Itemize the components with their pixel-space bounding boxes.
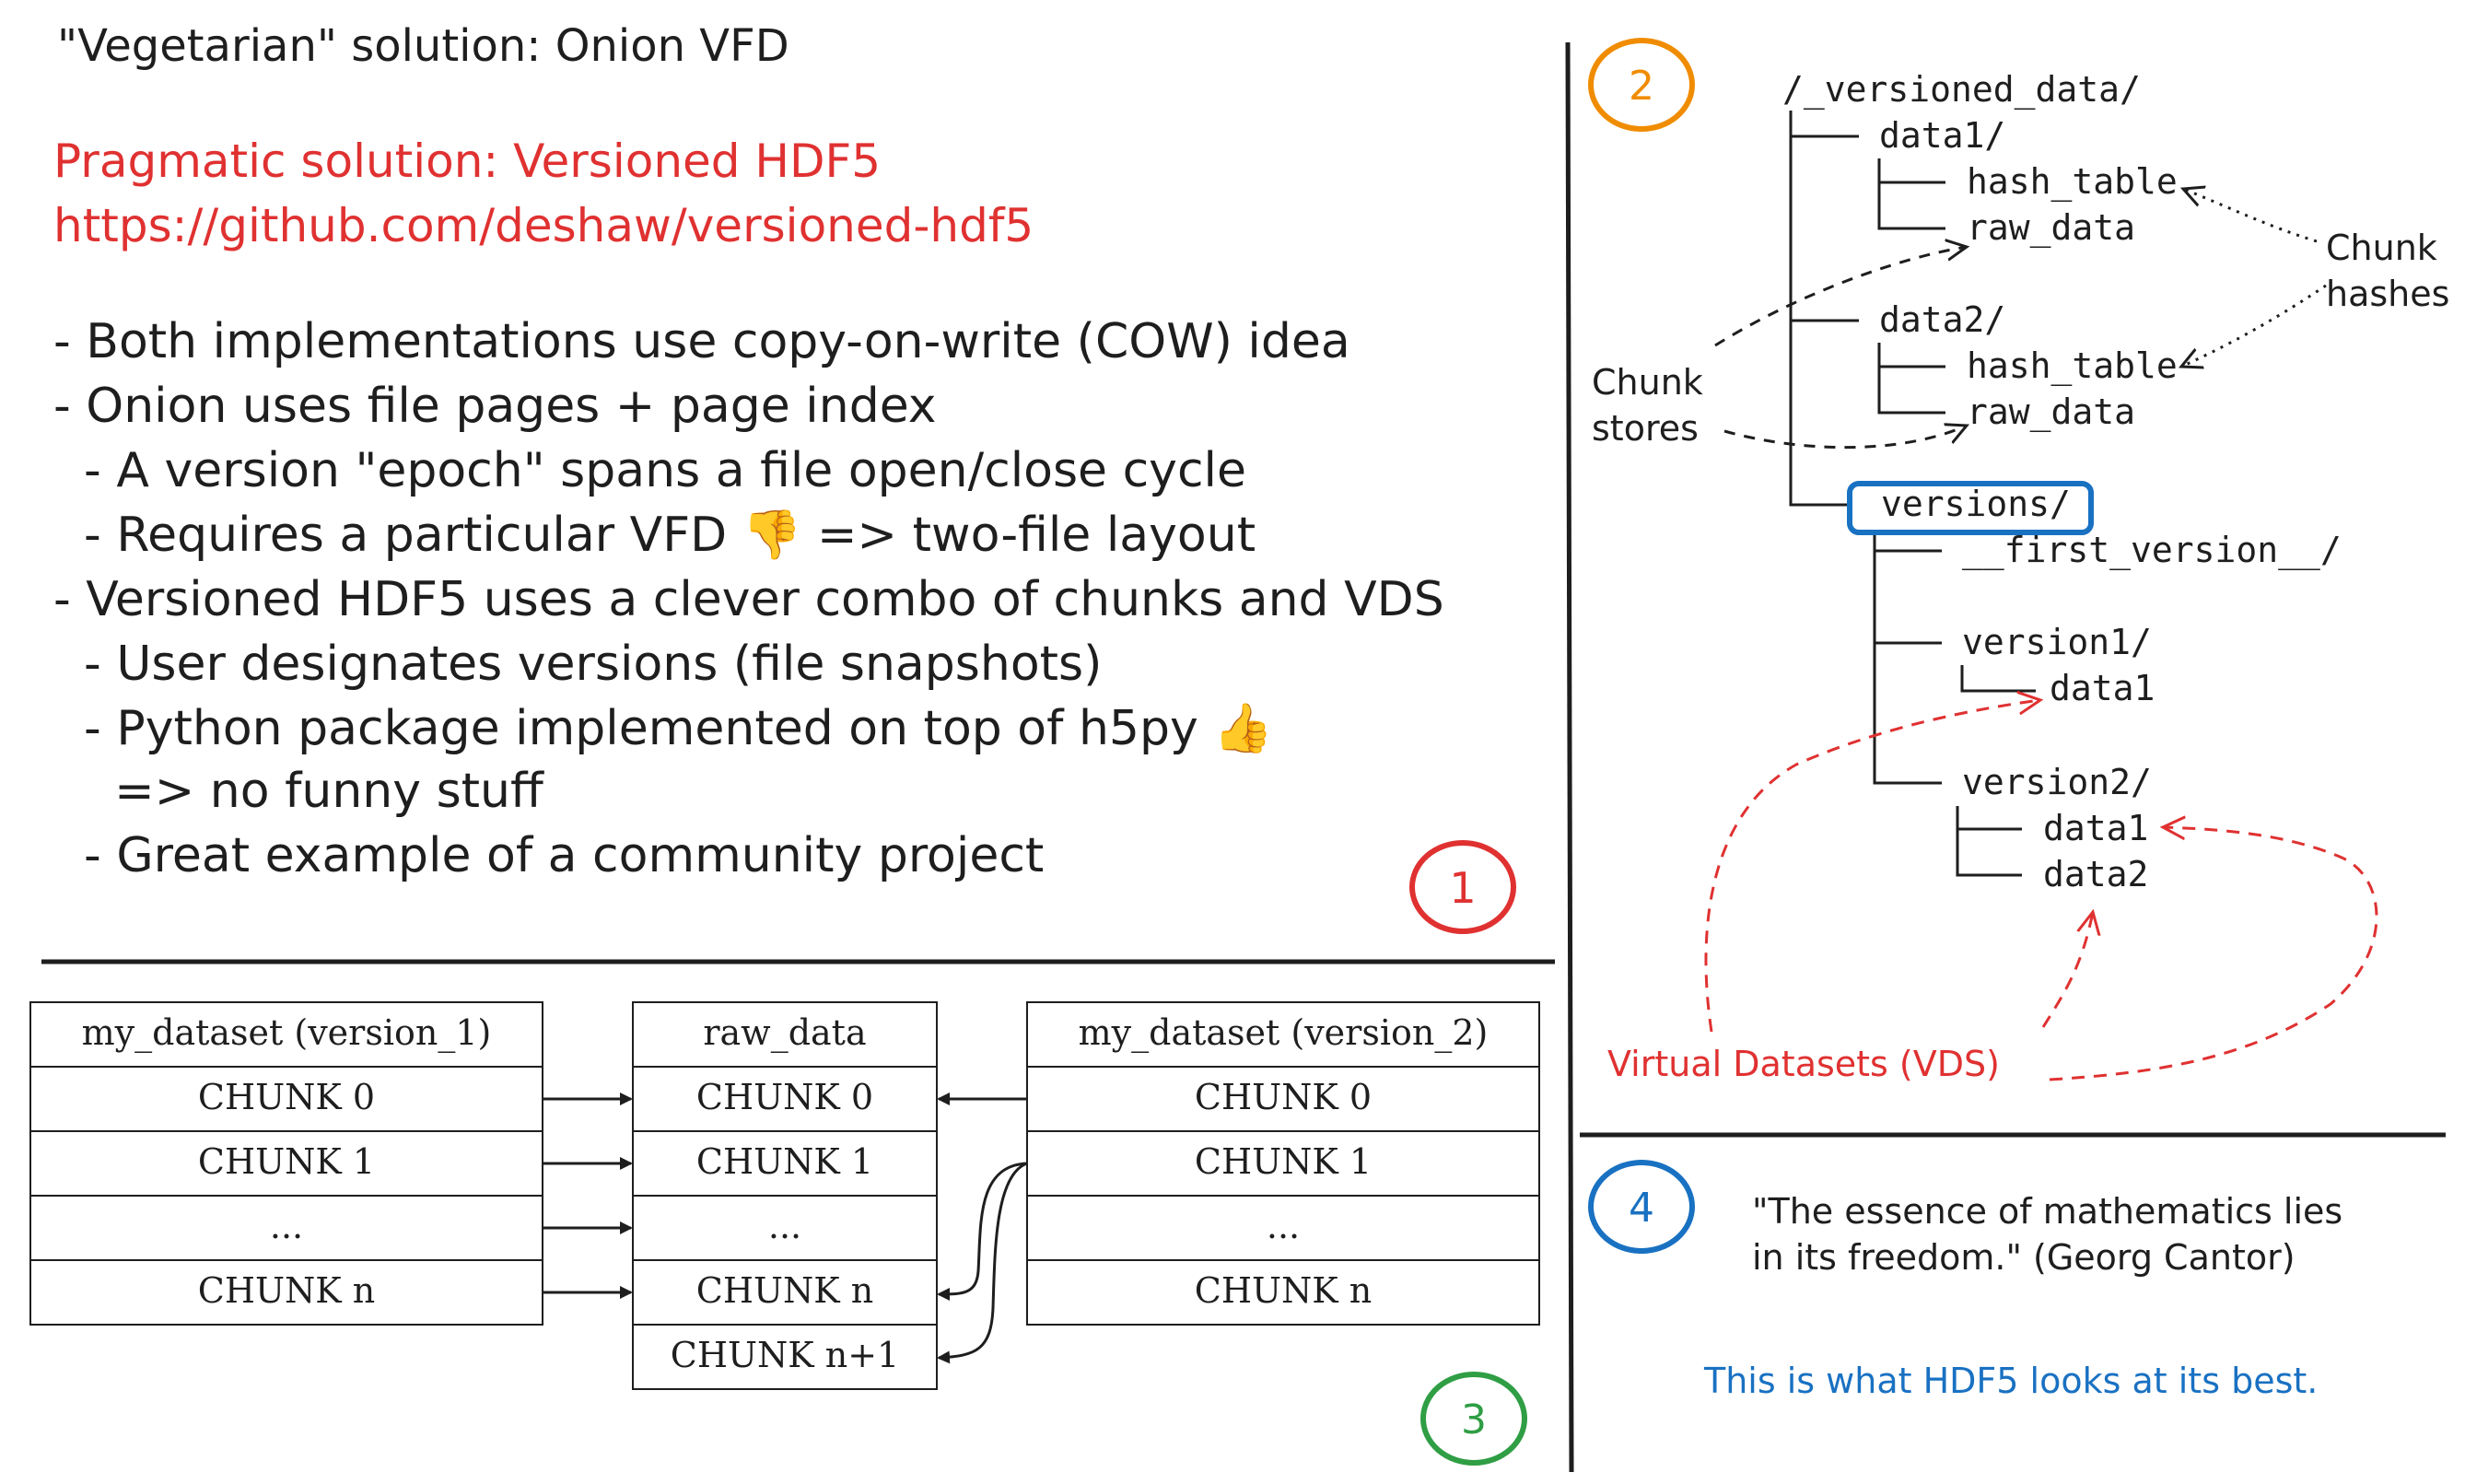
tree-version1: version1/ (1962, 622, 2152, 662)
arrow-v2-chunk1 (937, 1162, 1028, 1301)
vds-annotation: Virtual Datasets (VDS) (1607, 700, 2378, 1084)
table-cell: CHUNK 1 (696, 1141, 873, 1182)
table-cell: ... (270, 1206, 303, 1246)
tree-versions: versions/ (1881, 484, 2071, 524)
badge-2-label: 2 (1629, 63, 1654, 110)
badge-1-label: 1 (1449, 863, 1476, 913)
bullet-item: - Great example of a community project (53, 828, 1044, 883)
table-cell: CHUNK n (696, 1270, 873, 1311)
table-cell: CHUNK n+1 (671, 1335, 899, 1375)
table-my-dataset-v1: my_dataset (version_1) CHUNK 0 CHUNK 1 .… (29, 1001, 543, 1326)
chunk-hashes-label-line2: hashes (2326, 274, 2449, 314)
chunk-hashes-arrow-2 (2181, 284, 2327, 367)
bullet-item: - Onion uses file pages + page index (53, 379, 937, 434)
bullet-list: - Both implementations use copy-on-write… (53, 314, 1444, 883)
tree-version2: version2/ (1962, 762, 2152, 802)
bullet-item: - Versioned HDF5 uses a clever combo of … (53, 572, 1444, 627)
bullet-item: - Requires a particular VFD 👎 => two-fil… (53, 508, 1256, 563)
tree-connectors (1789, 111, 2036, 877)
table-my-dataset-v2: my_dataset (version_2) CHUNK 0 CHUNK 1 .… (1026, 1001, 1540, 1326)
table-cell: CHUNK 0 (696, 1077, 873, 1117)
badge-1-circle (1409, 840, 1516, 934)
section-1: "Vegetarian" solution: Onion VFD Pragmat… (53, 20, 1516, 934)
tree-hash-table-1: hash_table (1967, 161, 2178, 203)
table-raw-data: raw_data CHUNK 0 CHUNK 1 ... CHUNK n CHU… (632, 1001, 938, 1390)
arrow-v2-chunkn1 (937, 1162, 1028, 1364)
table-cell: ... (768, 1206, 801, 1246)
table-cell: ... (1267, 1206, 1300, 1246)
chunk-stores-annotation: Chunk stores (1592, 247, 1967, 450)
table-cell: CHUNK 0 (198, 1077, 375, 1117)
chunk-hashes-annotation: Chunk hashes (2181, 189, 2449, 367)
table-header: my_dataset (version_2) (1079, 1012, 1489, 1054)
bullet-item: - User designates versions (file snapsho… (53, 637, 1102, 692)
section-3: my_dataset (version_1) CHUNK 0 CHUNK 1 .… (29, 1001, 1540, 1466)
chunk-stores-arrow-2 (1723, 426, 1967, 450)
badge-4-label: 4 (1629, 1185, 1654, 1232)
table-cell: CHUNK n (1195, 1270, 1372, 1311)
bullet-item: - A version "epoch" spans a file open/cl… (53, 443, 1246, 498)
tree-hash-table-2: hash_table (1967, 345, 2178, 387)
hdf5-tagline: This is what HDF5 looks at its best. (1703, 1361, 2318, 1401)
vds-arrow-data1 (2049, 827, 2378, 1081)
tree-data2: data2/ (1879, 299, 2005, 340)
table-header: raw_data (703, 1012, 866, 1054)
divider-vertical (1565, 41, 1574, 1473)
table-header: my_dataset (version_1) (82, 1012, 492, 1054)
table-cell: CHUNK 1 (1195, 1141, 1372, 1182)
chunk-hashes-arrow-1 (2183, 189, 2318, 243)
cantor-quote-line1: "The essence of mathematics lies (1752, 1191, 2342, 1232)
bullet-item: - Python package implemented on top of h… (53, 700, 1273, 756)
table-cell: CHUNK 0 (1195, 1077, 1372, 1117)
badge-3-label: 3 (1461, 1396, 1487, 1443)
table-arrows (543, 1093, 1028, 1364)
pragmatic-url[interactable]: https://github.com/deshaw/versioned-hdf5 (53, 199, 1034, 252)
table-cell: CHUNK 1 (198, 1141, 375, 1182)
tree-raw-data-2: raw_data (1967, 391, 2135, 433)
badge-4: 4 (1588, 1160, 1695, 1254)
tree-labels: /_versioned_data/ data1/ hash_table raw_… (1782, 69, 2342, 894)
pragmatic-heading: Pragmatic solution: Versioned HDF5 (53, 134, 881, 188)
onion-vfd-title: "Vegetarian" solution: Onion VFD (57, 20, 789, 72)
badge-3-circle (1420, 1372, 1527, 1466)
vds-arrow-version1 (1704, 700, 2040, 1033)
tree-v2-data2: data2 (2043, 854, 2148, 894)
tree-v2-data1: data1 (2043, 808, 2148, 848)
section-2: 2 /_versioned_data/ data1/ hash_table ra… (1588, 38, 2449, 1084)
vds-label: Virtual Datasets (VDS) (1607, 1044, 2000, 1084)
versions-highlight-box (1847, 481, 2094, 535)
bullet-item: - Both implementations use copy-on-write… (53, 314, 1350, 369)
tree-data1: data1/ (1879, 115, 2005, 156)
chunk-hashes-label-line1: Chunk (2326, 228, 2437, 268)
tree-first-version: __first_version__/ (1962, 530, 2342, 571)
badge-2: 2 (1588, 38, 1695, 132)
table-cell: CHUNK n (198, 1270, 375, 1311)
tree-v1-data1: data1 (2050, 668, 2155, 708)
badge-2-circle (1588, 38, 1695, 132)
chunk-stores-label-line1: Chunk (1592, 362, 1703, 403)
bullet-item: => no funny stuff (53, 764, 544, 819)
tree-root: /_versioned_data/ (1782, 69, 2141, 111)
chunk-stores-label-line2: stores (1592, 408, 1699, 449)
vds-arrow-data2 (2041, 912, 2093, 1028)
cantor-quote-line2: in its freedom." (Georg Cantor) (1752, 1237, 2296, 1278)
chunk-stores-arrow-1 (1714, 247, 1967, 347)
badge-1: 1 (1409, 840, 1516, 934)
badge-4-circle (1588, 1160, 1695, 1254)
section-4: 4 "The essence of mathematics lies in it… (1588, 1160, 2342, 1401)
tree-raw-data-1: raw_data (1967, 207, 2135, 249)
badge-3: 3 (1420, 1372, 1527, 1466)
